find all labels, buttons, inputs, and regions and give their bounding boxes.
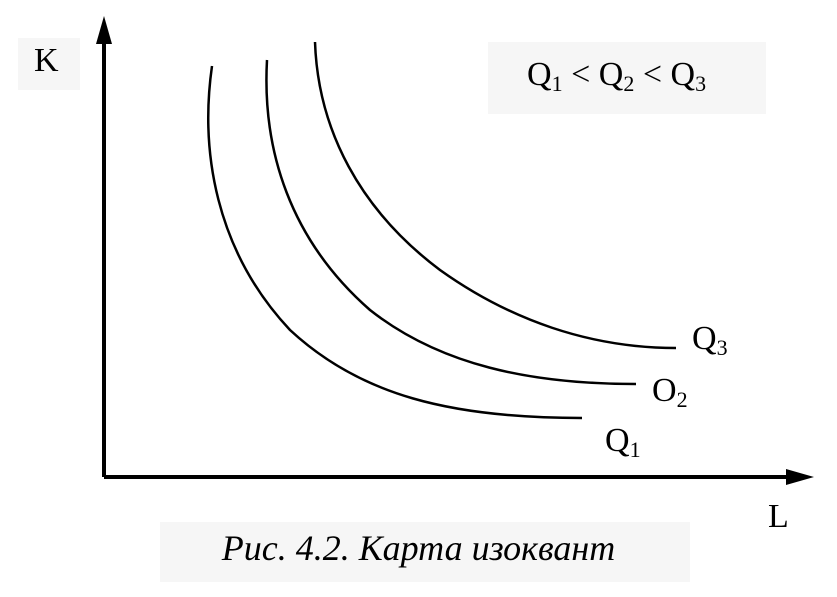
relation-sub3: 3 <box>695 71 707 96</box>
curve-label-q1: Q1 <box>605 422 641 461</box>
relation-backdrop <box>488 42 766 114</box>
curve-label-q3: Q3 <box>692 320 728 359</box>
relation-q2: Q <box>598 56 624 93</box>
curve-label-q2: O2 <box>652 372 688 411</box>
output-relation: Q1 < Q2 < Q3 <box>527 56 706 95</box>
relation-sub1: 1 <box>551 71 563 96</box>
isoquant-curve-q2 <box>265 59 637 386</box>
x-axis-label: L <box>768 498 789 535</box>
curve-label-q2-sub: 2 <box>676 387 688 412</box>
relation-q3: Q <box>670 56 696 93</box>
x-axis-arrow <box>786 469 814 485</box>
isoquant-curve-q1 <box>207 65 583 420</box>
y-label-backdrop <box>18 38 80 90</box>
y-axis-arrow <box>96 16 112 44</box>
relation-q1: Q <box>527 56 552 93</box>
curve-label-q3-letter: Q <box>692 320 717 357</box>
caption-backdrop <box>160 522 690 582</box>
curve-label-q1-sub: 1 <box>629 437 641 462</box>
curve-label-q2-letter: O <box>652 372 677 409</box>
curve-label-q1-letter: Q <box>605 422 630 459</box>
relation-op1: < <box>562 56 599 93</box>
curve-label-q3-sub: 3 <box>716 335 728 360</box>
isoquant-curve-q3 <box>313 41 677 350</box>
figure-caption: Рис. 4.2. Карта изоквант <box>221 528 616 568</box>
y-axis-label: K <box>34 42 59 79</box>
relation-sub2: 2 <box>623 71 635 96</box>
relation-op2: < <box>634 56 671 93</box>
